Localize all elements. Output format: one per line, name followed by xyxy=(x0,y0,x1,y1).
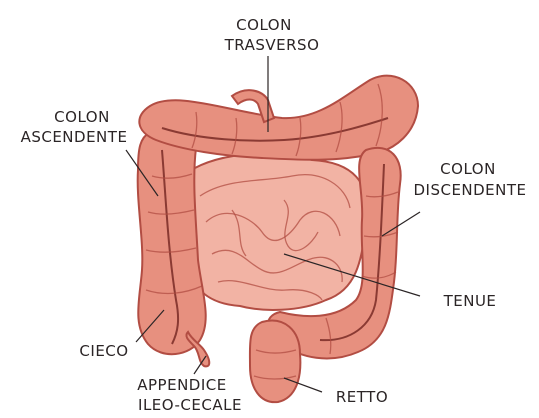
rectum xyxy=(250,321,300,403)
label-tenue: TENUE xyxy=(443,292,497,310)
label-appendice-line2: ILEO-CECALE xyxy=(138,396,242,414)
label-colon-ascendente-line1: COLON xyxy=(54,108,110,126)
label-colon-trasverso-line2: TRASVERSO xyxy=(224,36,320,54)
label-retto: RETTO xyxy=(336,388,388,406)
small-intestine xyxy=(183,154,368,310)
label-colon-discendente-line2: DISCENDENTE xyxy=(413,181,526,199)
ascending-colon xyxy=(138,126,206,354)
label-colon-discendente-line1: COLON xyxy=(440,160,496,178)
label-colon-ascendente-line2: ASCENDENTE xyxy=(21,128,128,146)
label-cieco: CIECO xyxy=(79,342,128,360)
label-colon-trasverso-line1: COLON xyxy=(236,16,292,34)
label-appendice-line1: APPENDICE xyxy=(137,376,226,394)
